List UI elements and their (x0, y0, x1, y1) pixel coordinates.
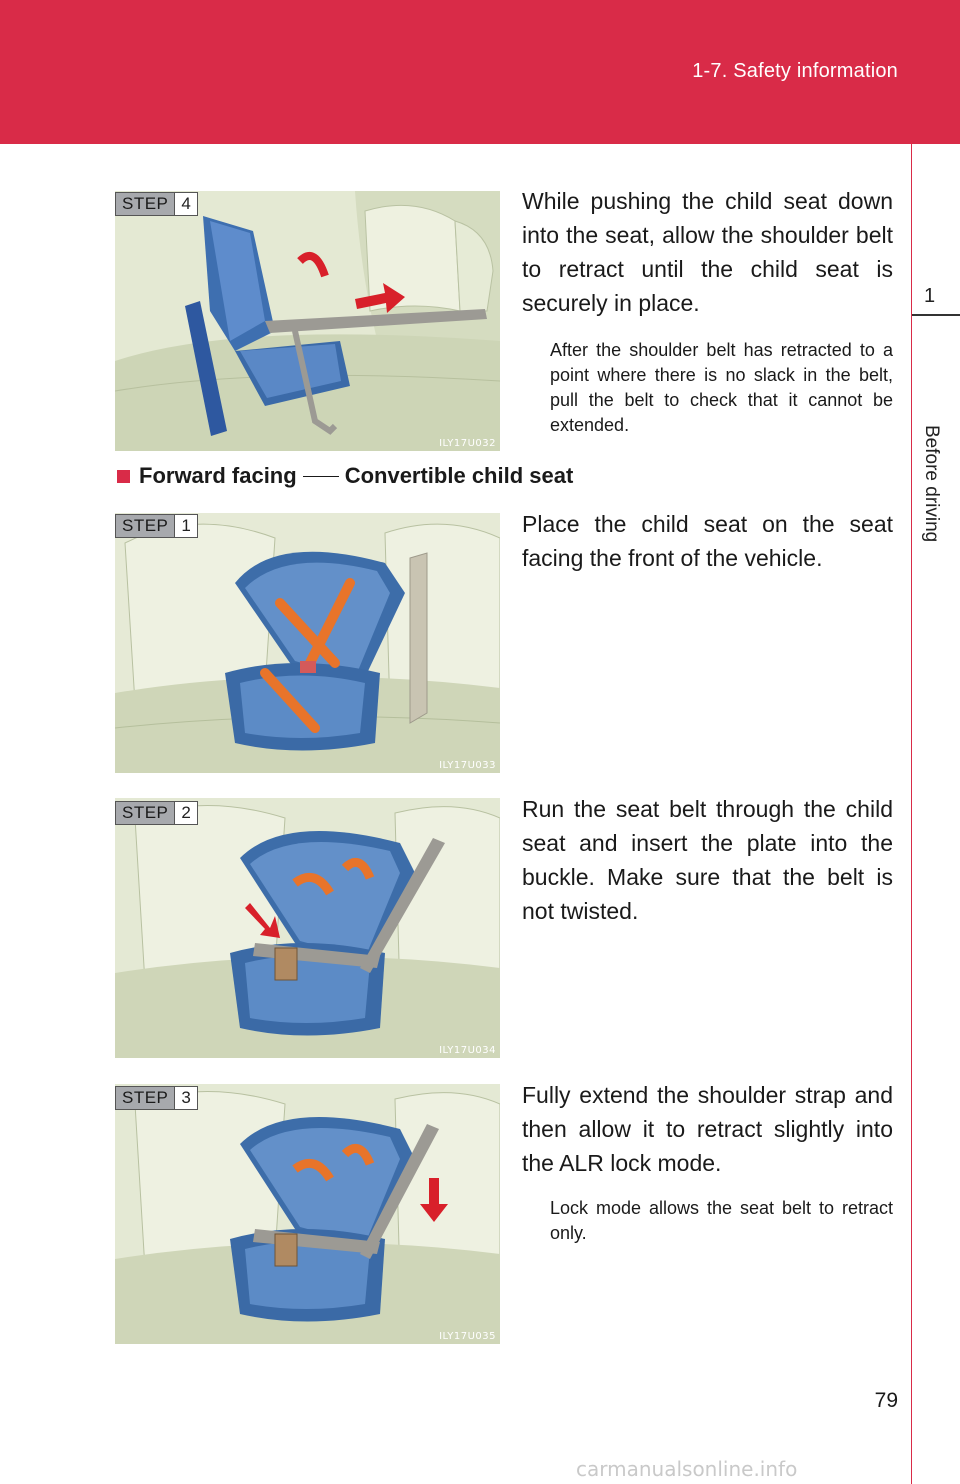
belt-through-child-seat-illustration (115, 798, 500, 1058)
page-number: 79 (874, 1389, 898, 1412)
section-title: 1-7. Safety information (692, 60, 898, 82)
chapter-side-tab (911, 144, 960, 1484)
step-1-badge: STEP 1 (115, 514, 198, 538)
step-label: STEP (116, 193, 175, 215)
image-code: ILY17U032 (439, 438, 496, 449)
chapter-label: Before driving (921, 425, 942, 543)
step-number: 2 (174, 802, 197, 824)
heading-part-1: Forward facing (139, 463, 297, 488)
section-heading: Forward facing Convertible child seat (117, 463, 573, 489)
step-number: 3 (174, 1087, 197, 1109)
alr-lock-mode-illustration (115, 1084, 500, 1344)
step-label: STEP (116, 515, 175, 537)
step-2-illustration: ILY17U034 (115, 798, 500, 1058)
step-2-text: Run the seat belt through the child seat… (522, 796, 893, 924)
child-seat-forward-illustration (115, 513, 500, 773)
step-3-illustration: ILY17U035 (115, 1084, 500, 1344)
step-4-illustration: ILY17U032 (115, 191, 500, 451)
child-seat-recline-illustration (115, 191, 500, 451)
watermark: carmanualsonline.info (576, 1457, 798, 1481)
image-code: ILY17U034 (439, 1045, 496, 1056)
step-label: STEP (116, 802, 175, 824)
step-number: 4 (174, 193, 197, 215)
header-band: 1-7. Safety information (0, 0, 960, 144)
step-4-badge: STEP 4 (115, 192, 198, 216)
chapter-divider (912, 314, 960, 316)
chapter-number: 1 (924, 285, 936, 307)
image-code: ILY17U035 (439, 1331, 496, 1342)
step-4-note: After the shoulder belt has retracted to… (550, 340, 893, 435)
step-3-note: Lock mode allows the seat belt to retrac… (550, 1198, 893, 1243)
step-label: STEP (116, 1087, 175, 1109)
heading-dash (302, 475, 339, 477)
image-code: ILY17U033 (439, 760, 496, 771)
step-1-text: Place the child seat on the seat facing … (522, 511, 893, 571)
step-4-text: While pushing the child seat down into t… (522, 188, 893, 316)
heading-part-2: Convertible child seat (344, 463, 574, 488)
step-number: 1 (174, 515, 197, 537)
heading-bullet-square (117, 469, 130, 483)
step-3-text: Fully extend the shoulder strap and then… (522, 1082, 893, 1176)
step-3-badge: STEP 3 (115, 1086, 198, 1110)
step-2-badge: STEP 2 (115, 801, 198, 825)
step-1-illustration: ILY17U033 (115, 513, 500, 773)
